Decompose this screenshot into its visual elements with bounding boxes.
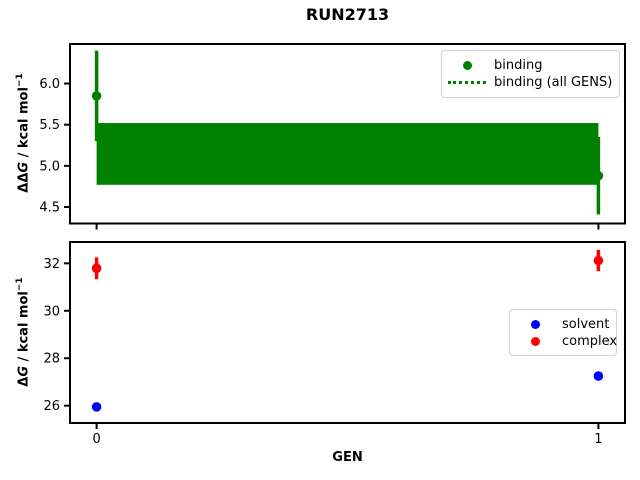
variable-symbol: G: [16, 365, 32, 377]
ddg-plot-yticklabel: 5.0: [39, 159, 60, 174]
ddg-plot-band: [96, 123, 599, 185]
legend-label: binding (all GENS): [494, 75, 613, 90]
bottom-y-axis-label: ΔG / kcal mol−1: [15, 242, 33, 422]
binding-marker-icon: [448, 61, 486, 70]
legend-label: solvent: [562, 316, 610, 332]
ddg-plot-yticklabel: 6.0: [39, 77, 60, 92]
dg-plot-xticklabel: 1: [594, 432, 602, 447]
dg-plot-yticklabel: 28: [43, 352, 60, 367]
dg-plot-xticklabel: 0: [92, 432, 100, 447]
bottom-legend: solvent complex: [509, 309, 617, 356]
dg-plot-yticklabel: 30: [43, 304, 60, 319]
dg-plot-yticklabel: 26: [43, 399, 60, 414]
dg-plot-yticklabel: 32: [43, 257, 60, 272]
ddg-plot-frame: [69, 43, 626, 225]
blue-dot-icon: [530, 319, 540, 329]
solvent-marker-icon: [516, 319, 554, 329]
unit-text: / kcal mol: [16, 291, 32, 366]
unit-exponent: −1: [15, 73, 25, 88]
figure-title: RUN2713: [305, 5, 390, 24]
unit-exponent: −1: [15, 277, 25, 292]
legend-entry-solvent: solvent: [516, 318, 610, 331]
dotted-line-icon: [448, 81, 486, 84]
ddg-plot-yticklabel: 5.5: [39, 118, 60, 133]
top-y-axis-label: ΔΔG / kcal mol−1: [15, 43, 33, 223]
binding-marker-gen0: [91, 91, 102, 101]
delta-symbol: ΔΔ: [16, 172, 32, 193]
legend-label: complex: [562, 333, 618, 349]
delta-symbol: Δ: [16, 376, 32, 387]
complex-marker-gen0: [91, 263, 102, 274]
legend-entry-complex: complex: [516, 335, 617, 348]
complex-marker-icon: [516, 336, 554, 346]
solvent-marker-gen1: [593, 371, 604, 381]
complex-marker-gen1: [593, 255, 604, 266]
x-axis-label: GEN: [332, 450, 363, 465]
legend-label: binding: [494, 58, 543, 73]
solvent-marker-gen0: [91, 402, 102, 412]
variable-symbol: G: [16, 161, 32, 173]
dg-plot-frame: [69, 241, 626, 424]
unit-text: / kcal mol: [16, 87, 32, 162]
legend-entry-binding-all-gens: binding (all GENS): [448, 76, 613, 89]
legend-entry-binding: binding: [448, 59, 613, 72]
green-dot-icon: [462, 61, 472, 70]
red-dot-icon: [530, 336, 540, 346]
ddg-plot-yticklabel: 4.5: [39, 201, 60, 216]
top-legend: binding binding (all GENS): [441, 50, 620, 98]
binding-marker-gen1: [593, 170, 604, 181]
